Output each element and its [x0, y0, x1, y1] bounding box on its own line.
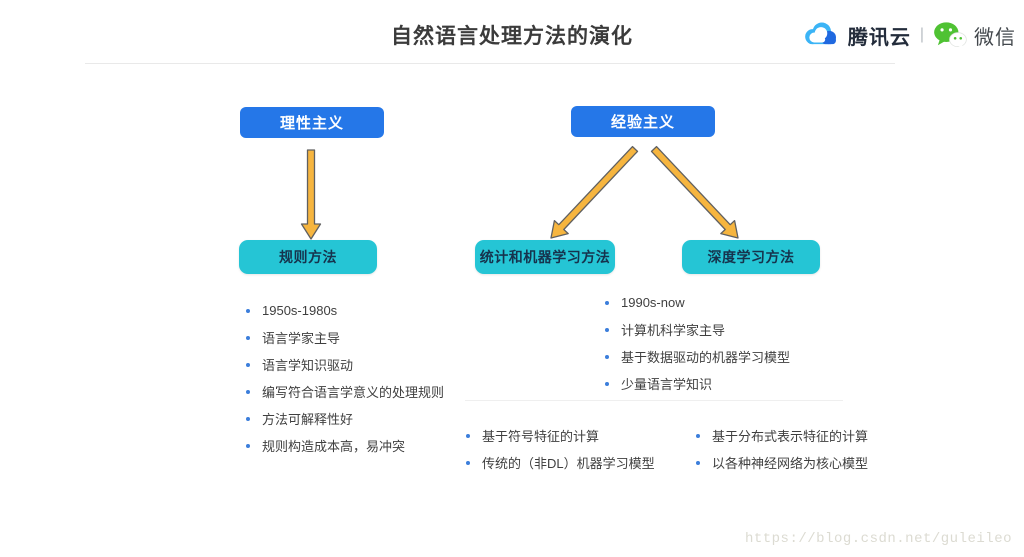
node-stat-ml-method: 统计和机器学习方法: [475, 240, 615, 274]
title-divider: [85, 63, 895, 64]
list-item-text: 基于符号特征的计算: [482, 429, 600, 444]
wechat-icon: [933, 21, 967, 49]
page-title: 自然语言处理方法的演化: [391, 25, 633, 48]
mid-divider: [465, 400, 843, 401]
arrow-empiricism-to-deep: [650, 145, 739, 239]
bullet-icon: [246, 416, 250, 421]
bullet-icon: [696, 460, 700, 465]
bullet-icon: [246, 389, 250, 394]
node-rule-method: 规则方法: [239, 240, 377, 274]
bullet-icon: [246, 335, 250, 340]
list-item: 方法可解释性好: [246, 405, 444, 432]
brand-bar: 腾讯云 | 微信: [801, 18, 1016, 52]
list-item-text: 计算机科学家主导: [621, 323, 726, 338]
list-item-text: 1990s-now: [621, 295, 685, 310]
list-item: 少量语言学知识: [605, 370, 790, 397]
list-item: 传统的（非DL）机器学习模型: [466, 449, 655, 476]
brand-separator: |: [919, 26, 924, 43]
bullet-icon: [466, 460, 470, 465]
symbolic-feature-list: 基于符号特征的计算 传统的（非DL）机器学习模型: [466, 422, 655, 476]
list-item-text: 方法可解释性好: [262, 412, 354, 427]
rule-method-list: 1950s-1980s 语言学家主导 语言学知识驱动 编写符合语言学意义的处理规…: [246, 297, 444, 459]
list-item: 1990s-now: [605, 289, 790, 316]
node-deep-learning-method: 深度学习方法: [682, 240, 820, 274]
list-item-text: 规则构造成本高，易冲突: [262, 439, 406, 454]
list-item: 基于数据驱动的机器学习模型: [605, 343, 790, 370]
list-item-text: 语言学知识驱动: [262, 358, 354, 373]
list-item-text: 以各种神经网络为核心模型: [712, 456, 869, 471]
list-item-text: 基于分布式表示特征的计算: [712, 429, 869, 444]
list-item-text: 基于数据驱动的机器学习模型: [621, 350, 791, 365]
wechat-label: 微信: [974, 26, 1016, 49]
list-item: 语言学知识驱动: [246, 351, 444, 378]
list-item-text: 传统的（非DL）机器学习模型: [482, 456, 655, 471]
list-item: 基于分布式表示特征的计算: [696, 422, 868, 449]
list-item: 规则构造成本高，易冲突: [246, 432, 444, 459]
tencent-cloud-label: 腾讯云: [847, 26, 911, 49]
bullet-icon: [696, 433, 700, 438]
bullet-icon: [466, 433, 470, 438]
distributed-feature-list: 基于分布式表示特征的计算 以各种神经网络为核心模型: [696, 422, 868, 476]
list-item: 基于符号特征的计算: [466, 422, 655, 449]
bullet-icon: [246, 362, 250, 367]
bullet-icon: [246, 308, 250, 313]
watermark-url: https://blog.csdn.net/guleileo: [744, 531, 1012, 547]
list-item-text: 语言学家主导: [262, 331, 341, 346]
list-item: 编写符合语言学意义的处理规则: [246, 378, 444, 405]
arrow-rationalism-to-rule: [300, 149, 322, 240]
list-item: 语言学家主导: [246, 324, 444, 351]
bullet-icon: [246, 443, 250, 448]
stat-method-list: 1990s-now 计算机科学家主导 基于数据驱动的机器学习模型 少量语言学知识: [605, 289, 790, 397]
bullet-icon: [605, 381, 609, 386]
list-item-text: 少量语言学知识: [621, 377, 713, 392]
bullet-icon: [605, 327, 609, 332]
list-item: 计算机科学家主导: [605, 316, 790, 343]
arrow-empiricism-to-stat: [550, 145, 639, 239]
node-empiricism: 经验主义: [571, 106, 715, 137]
tencent-cloud-icon: [801, 20, 841, 50]
list-item-text: 编写符合语言学意义的处理规则: [262, 385, 445, 400]
node-rationalism: 理性主义: [240, 107, 384, 138]
list-item-text: 1950s-1980s: [262, 303, 338, 318]
list-item: 1950s-1980s: [246, 297, 444, 324]
bullet-icon: [605, 354, 609, 359]
bullet-icon: [605, 300, 609, 305]
list-item: 以各种神经网络为核心模型: [696, 449, 868, 476]
